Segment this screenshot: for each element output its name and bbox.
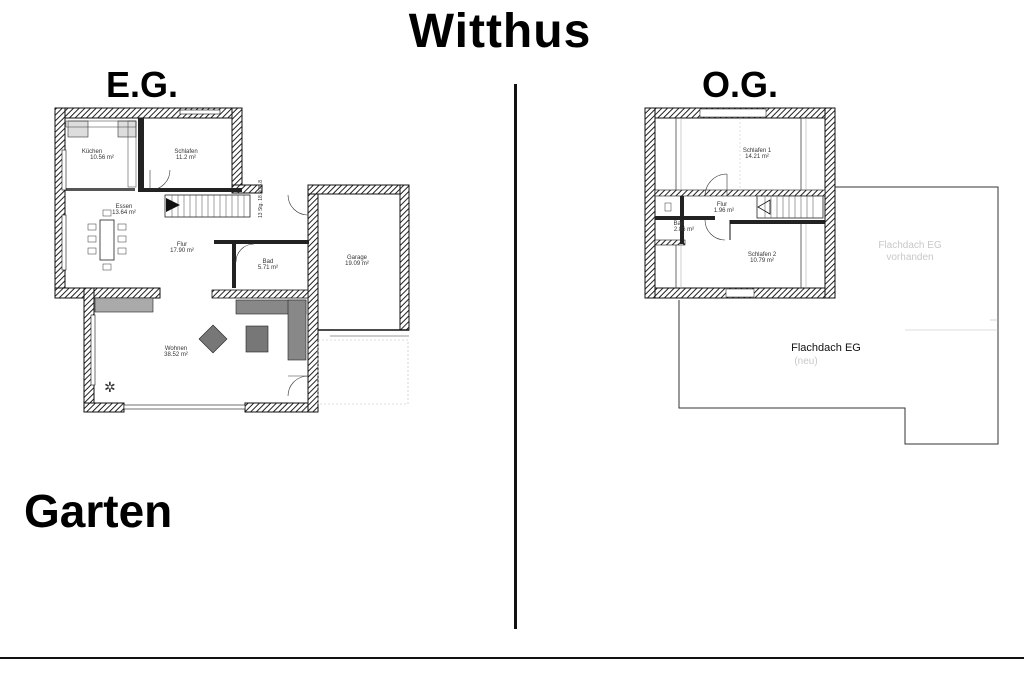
og-room-area-schlafen2: 10.79 m² [750, 258, 774, 264]
eg-label: E.G. [106, 64, 179, 105]
og-wall-west [644, 107, 656, 299]
og-label: O.G. [702, 64, 779, 105]
og-wall-bad-east [680, 196, 684, 244]
og-door-schlafen2 [704, 219, 726, 241]
eg-staircase [164, 194, 251, 218]
room-name-flur: Flur [177, 242, 187, 248]
room-name-essen: Essen [116, 204, 133, 210]
room-area-schlafen: 11.2 m² [176, 155, 196, 161]
door-bad [235, 243, 255, 263]
og-room-name-flur: Flur [717, 202, 727, 208]
room-area-flur: 17.90 m² [170, 248, 194, 254]
roof-existing-line2: vorhanden [886, 252, 933, 263]
sideboard [94, 297, 154, 313]
bottom-rule [0, 657, 1024, 659]
og-wall-east [824, 107, 836, 299]
room-name-garage: Garage [347, 255, 368, 261]
eg-wall-south-b [244, 402, 318, 413]
window-schlafen [179, 109, 221, 115]
stair-dimensions: 13 Stg. 18.9/25.8 [258, 180, 264, 218]
floor-divider [514, 84, 517, 629]
og-wall-flur-south [730, 220, 825, 224]
room-area-kuechen: 10.56 m² [90, 155, 114, 161]
room-area-essen: 13.64 m² [112, 210, 136, 216]
wall-bad-south [211, 289, 309, 299]
terrace-outline [317, 339, 409, 405]
roof-existing-line1: Flachdach EG [878, 240, 942, 251]
plant-icon: ✲ [104, 380, 116, 396]
room-name-kuechen: Küchen [82, 149, 102, 155]
window-wohnen-south [123, 404, 246, 410]
eg-wall-south-a [83, 402, 125, 413]
dining-table [99, 219, 115, 261]
armchair [198, 324, 228, 354]
room-name-bad: Bad [263, 259, 274, 265]
room-area-bad: 5.71 m² [258, 265, 278, 271]
wall-schlafen-south [138, 188, 242, 192]
eg-wall-essen-south [54, 287, 161, 299]
kitchen-side-counter [127, 120, 137, 188]
window-kueche [61, 149, 67, 191]
room-name-schlafen: Schlafen [174, 149, 197, 155]
og-room-area-bad: 2.86 m² [674, 227, 694, 233]
og-plan: Flachdach EG vorhanden Flachdach EG (neu… [644, 107, 999, 445]
og-door-schlafen1 [704, 173, 728, 197]
wall-bad-north [214, 240, 309, 244]
roof-new-line2: (neu) [794, 356, 817, 367]
room-area-wohnen: 38.52 m² [164, 352, 188, 358]
room-name-wohnen: Wohnen [165, 346, 187, 352]
wall-kueche-schlafen [138, 118, 144, 188]
wall-kueche-essen [65, 188, 135, 191]
room-area-garage: 19.09 m² [345, 261, 369, 267]
og-staircase [756, 195, 824, 219]
door-schlafen [149, 169, 171, 191]
eg-wall-schlafen-east [231, 107, 243, 189]
og-wall-middle [654, 189, 826, 197]
og-room-name-bad: Bad [674, 221, 685, 227]
coffee-table [245, 325, 269, 353]
sink [117, 120, 137, 138]
og-room-area-schlafen1: 14.21 m² [745, 154, 769, 160]
plan-title: Witthus [408, 5, 592, 58]
og-room-name-schlafen2: Schlafen 2 [748, 252, 777, 258]
flat-roof-outline [678, 186, 999, 445]
stove [67, 120, 89, 138]
garage-wall-north [307, 184, 409, 195]
garage-wall-east [399, 184, 410, 331]
og-window-south [725, 288, 755, 298]
og-wall-bad-north [655, 216, 715, 220]
og-room-area-flur: 1.96 m² [714, 208, 734, 214]
door-garage [287, 194, 309, 216]
og-wall-bad-south [654, 239, 686, 246]
door-terrace [287, 375, 309, 397]
og-bath-fixture [664, 202, 672, 212]
window-wohnen-west [90, 314, 96, 386]
sofa-side [287, 299, 307, 361]
eg-wall-east [307, 184, 319, 413]
garden-label: Garten [24, 485, 173, 537]
eg-plan: ✲ Küchen 10.56 m² Schlafen 11.2 m² Essen… [54, 107, 410, 413]
roof-new-line1: Flachdach EG [791, 342, 861, 354]
wall-bad-west [232, 240, 236, 288]
window-essen [61, 214, 67, 271]
og-window-north [699, 108, 767, 118]
og-room-name-schlafen1: Schlafen 1 [743, 148, 772, 154]
